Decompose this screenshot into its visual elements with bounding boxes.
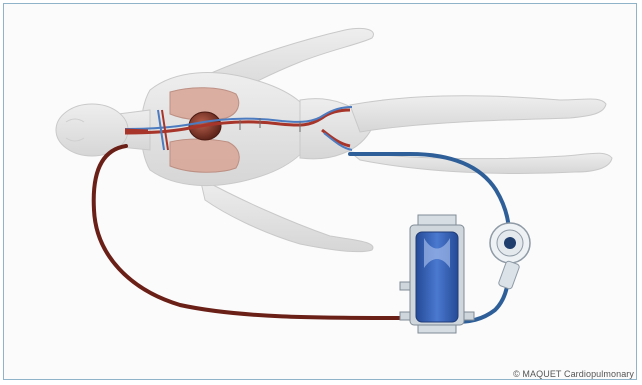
copyright-notice: © MAQUET Cardiopulmonary xyxy=(513,369,634,379)
centrifugal-pump-icon xyxy=(490,223,530,290)
oxygenator-icon xyxy=(400,215,474,333)
